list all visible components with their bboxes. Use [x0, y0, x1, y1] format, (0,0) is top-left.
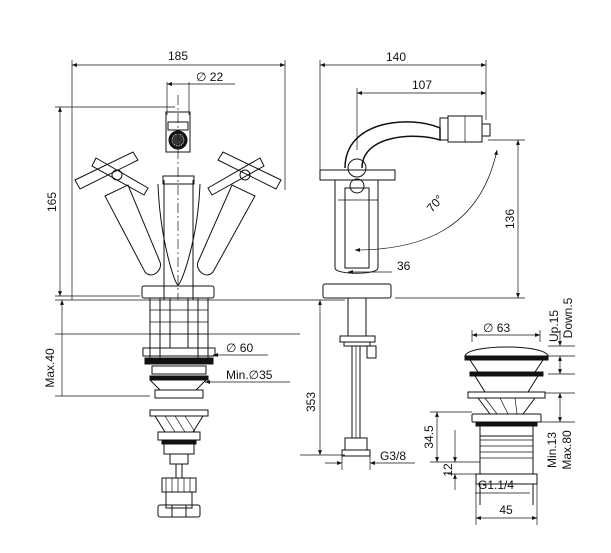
hole-min-label: Min.∅35 — [226, 368, 273, 382]
front-height-label: 165 — [45, 192, 59, 212]
spout-diameter-label: ∅ 22 — [196, 70, 223, 84]
spout-diameter-dimension: ∅ 22 — [166, 70, 235, 115]
deck-range-min-label: Min.13 — [545, 432, 559, 468]
side-handle-bar — [319, 169, 396, 181]
tail-bottom-dimension: 12 — [441, 430, 476, 490]
flange-diameter-dimension: ∅ 60 — [213, 341, 268, 357]
front-shank — [149, 297, 209, 359]
left-cross-handle — [74, 151, 161, 276]
side-base-plate — [322, 283, 392, 299]
side-view: 140 107 136 70° — [300, 50, 525, 470]
connection-label: G3/8 — [380, 449, 406, 463]
nut-width-label: 45 — [499, 503, 513, 517]
spout-reach-dimension: 107 — [356, 78, 486, 150]
spout-outlet — [439, 115, 491, 143]
side-height-dimension: 136 — [395, 139, 525, 299]
spout-reach-label: 107 — [412, 78, 432, 92]
flexible-hose — [341, 346, 371, 457]
front-mounting-nut — [142, 347, 216, 399]
hose-length-dimension: 353 — [300, 299, 345, 456]
deck-range-dimension: Min.13 Max.80 — [541, 392, 575, 470]
pop-up-plug — [464, 346, 549, 505]
front-width-dimension: 185 — [71, 49, 286, 300]
tail-bottom-label: 12 — [441, 463, 455, 477]
plug-up-label: Up.15 — [547, 310, 561, 342]
thread-label: G1.1/4 — [478, 478, 514, 492]
waste-view: ∅ 63 — [422, 297, 575, 525]
curved-spout — [344, 121, 441, 169]
hose-length-label: 353 — [304, 392, 318, 412]
plug-travel-dimension: Up.15 Down.5 — [547, 297, 575, 375]
front-view: 185 ∅ 22 165 — [43, 49, 300, 518]
max-deck-dimension: Max.40 — [43, 300, 150, 397]
plug-down-label: Down.5 — [561, 297, 575, 338]
tail-length-label: 34.5 — [422, 425, 436, 449]
nut-width-dimension: 45 — [475, 484, 538, 525]
plug-diameter-dimension: ∅ 63 — [471, 321, 541, 342]
tail-length-dimension: 34.5 — [422, 411, 480, 463]
side-height-label: 136 — [503, 209, 517, 229]
front-lower-fittings — [149, 409, 209, 518]
lever-offset-label: 36 — [397, 259, 411, 273]
side-body — [334, 180, 379, 274]
side-depth-label: 140 — [386, 50, 406, 64]
flange-diameter-label: ∅ 60 — [226, 341, 253, 355]
front-width-label: 185 — [168, 49, 188, 63]
side-depth-dimension: 140 — [319, 50, 487, 180]
max-deck-label: Max.40 — [43, 348, 57, 388]
lever-offset-dimension: 36 — [348, 259, 411, 274]
right-cross-handle — [197, 151, 282, 276]
hole-min-dimension: Min.∅35 — [205, 368, 290, 384]
plug-diameter-label: ∅ 63 — [483, 321, 510, 335]
deck-range-max-label: Max.80 — [560, 430, 574, 470]
front-height-dimension: 165 — [45, 106, 175, 297]
thread-dimension: G1.1/4 — [475, 478, 530, 494]
swivel-angle-label: 70° — [424, 192, 447, 215]
connection-dimension: G3/8 — [325, 449, 415, 470]
center-column — [163, 180, 194, 300]
side-shank — [339, 297, 377, 359]
spout-collar — [162, 175, 195, 185]
